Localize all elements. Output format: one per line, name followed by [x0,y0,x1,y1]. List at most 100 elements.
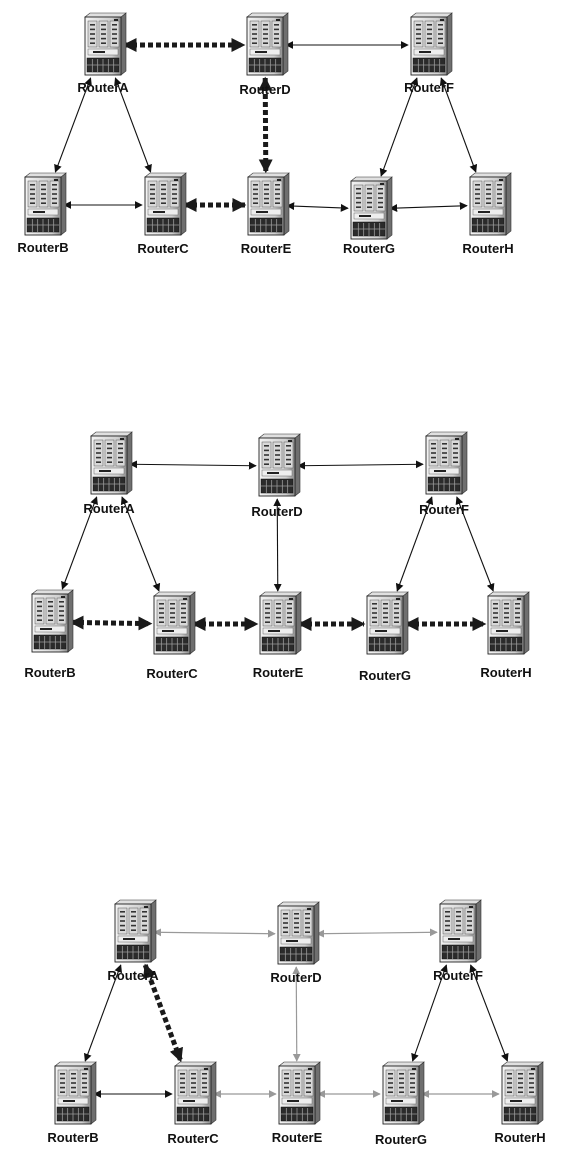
link-a-d [153,928,276,938]
router-icon [247,172,290,236]
router-label: RouterF [433,968,483,983]
router-label: RouterE [253,665,304,680]
diagram-panel-1: RouterA RouterB RouterC RouterD RouterE Route… [0,0,566,275]
router-icon [487,591,530,655]
link-a-b [61,496,98,590]
router-label: RouterE [272,1130,323,1145]
router-label: RouterB [47,1130,98,1145]
router-icon [410,12,453,76]
router-node-g[interactable]: RouterG [375,1061,427,1147]
router-label: RouterA [107,968,159,983]
router-node-d[interactable]: RouterD [239,12,291,97]
router-icon [350,176,393,240]
router-icon [366,591,409,655]
link-d-f [316,928,438,938]
link-f-h [455,496,495,592]
router-label: RouterB [17,240,68,255]
router-icon [439,899,482,963]
router-icon [277,901,320,965]
router-label: RouterH [480,665,531,680]
router-label: RouterC [146,666,198,681]
router-icon [114,899,157,963]
router-label: RouterC [137,241,189,256]
router-label: RouterG [375,1132,427,1147]
router-label: RouterE [241,241,292,256]
network-diagram-1: RouterA RouterB RouterC RouterD RouterE Route… [17,12,514,256]
link-e-g [286,202,349,212]
link-a-b [83,964,123,1062]
router-label: RouterG [359,668,411,683]
router-icon [84,12,127,76]
router-node-g[interactable]: RouterG [359,591,411,683]
links [83,928,509,1098]
link-g-h [389,201,468,213]
router-icon [24,172,67,236]
router-node-a[interactable]: RouterA [83,431,135,516]
router-icon [278,1061,321,1125]
router-label: RouterD [239,82,290,97]
router-label: RouterD [270,970,321,985]
router-node-c[interactable]: RouterC [137,172,189,256]
router-node-c[interactable]: RouterC [146,591,198,681]
links [61,460,495,631]
link-f-g [379,77,419,177]
router-label: RouterC [167,1131,219,1146]
link-a-c [114,77,152,173]
router-node-e[interactable]: RouterE [253,591,304,680]
router-label: RouterH [462,241,513,256]
router-label: RouterD [251,504,302,519]
router-node-e[interactable]: RouterE [272,1061,323,1145]
router-icon [469,172,512,236]
router-label: RouterF [419,502,469,517]
router-node-a[interactable]: RouterA [77,12,129,95]
link-a-b [54,77,92,173]
link-f-h [439,77,478,173]
router-node-d[interactable]: RouterD [270,901,322,985]
router-node-d[interactable]: RouterD [251,433,303,519]
router-node-a[interactable]: RouterA [107,899,159,983]
router-node-f[interactable]: RouterF [404,12,454,95]
link-d-e [273,498,282,592]
router-node-c[interactable]: RouterC [167,1061,219,1146]
router-node-e[interactable]: RouterE [241,172,292,256]
diagram-panel-3: RouterA RouterB RouterC RouterD RouterE Route… [0,884,566,1164]
router-node-b[interactable]: RouterB [24,589,76,680]
router-icon [246,12,289,76]
router-icon [258,433,301,497]
router-node-f[interactable]: RouterF [419,431,469,517]
link-a-c [120,496,161,592]
router-icon [54,1061,97,1125]
link-d-e [292,966,301,1062]
router-label: RouterG [343,241,395,256]
router-label: RouterH [494,1130,545,1145]
router-label: RouterB [24,665,75,680]
router-node-h[interactable]: RouterH [480,591,532,680]
router-icon [259,591,302,655]
router-node-b[interactable]: RouterB [47,1061,99,1145]
router-icon [382,1061,425,1125]
router-icon [90,431,133,495]
router-label: RouterF [404,80,454,95]
link-f-h [469,964,509,1062]
router-node-h[interactable]: RouterH [462,172,514,256]
router-node-h[interactable]: RouterH [494,1061,546,1145]
link-d-f [297,460,424,470]
network-diagram-3: RouterA RouterB RouterC RouterD RouterE Route… [47,899,546,1147]
router-icon [153,591,196,655]
router-node-b[interactable]: RouterB [17,172,69,255]
router-node-f[interactable]: RouterF [433,899,483,983]
link-f-g [411,964,448,1062]
router-icon [31,589,74,653]
link-a-c [142,963,184,1063]
network-diagram-2: RouterA RouterB RouterC RouterD RouterE Route… [24,431,532,683]
router-label: RouterA [83,501,135,516]
router-icon [425,431,468,495]
link-b-c [69,615,153,631]
router-node-g[interactable]: RouterG [343,176,395,256]
links [54,38,478,213]
router-label: RouterA [77,80,129,95]
router-icon [144,172,187,236]
link-f-g [395,496,434,592]
router-icon [174,1061,217,1125]
diagram-panel-2: RouterA RouterB RouterC RouterD RouterE Route… [0,418,566,703]
